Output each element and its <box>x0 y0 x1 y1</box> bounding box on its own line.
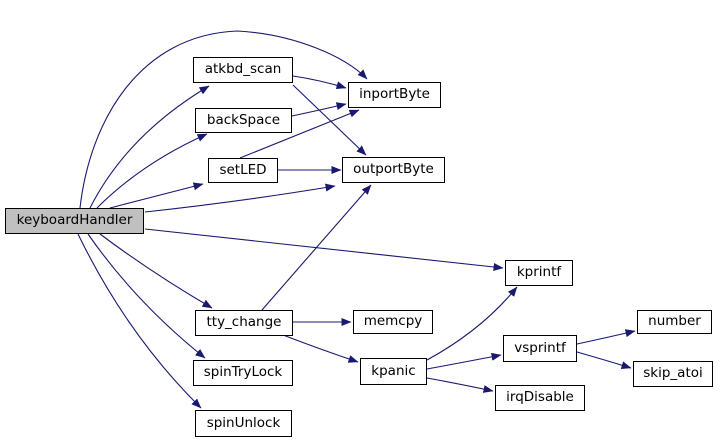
node-spinUnlock[interactable]: spinUnlock <box>195 410 292 437</box>
node-label: backSpace <box>206 111 281 128</box>
edge-backSpace-inportByte <box>291 102 347 117</box>
edge-atkbd_scan-outportByte <box>292 84 367 156</box>
edge-atkbd_scan-inportByte <box>292 75 347 90</box>
node-label: kprintf <box>516 264 562 281</box>
edge-tty_change-outportByte <box>261 184 372 311</box>
node-irqDisable[interactable]: irqDisable <box>495 385 585 411</box>
node-inportByte[interactable]: inportByte <box>348 82 441 108</box>
node-tty_change[interactable]: tty_change <box>195 310 293 336</box>
edge-kpanic-kprintf <box>426 286 518 361</box>
edge-kpanic-vsprintf <box>426 352 502 370</box>
node-label: spinUnlock <box>206 414 281 431</box>
node-label: outportByte <box>353 161 434 178</box>
node-setLED[interactable]: setLED <box>208 158 278 183</box>
edge-vsprintf-number <box>576 329 636 345</box>
node-label: memcpy <box>363 313 423 330</box>
node-outportByte[interactable]: outportByte <box>342 157 445 183</box>
node-label: vsprintf <box>514 339 566 356</box>
edge-keyboardHandler-outportByte <box>144 183 336 213</box>
node-label: tty_change <box>206 314 282 331</box>
node-label: irqDisable <box>506 389 574 406</box>
node-keyboardHandler[interactable]: keyboardHandler <box>5 208 144 234</box>
edge-keyboardHandler-setLED <box>109 182 204 209</box>
node-spinTryLock[interactable]: spinTryLock <box>193 360 293 386</box>
edge-keyboardHandler-spinTryLock <box>87 233 206 359</box>
edge-keyboardHandler-spinUnlock <box>77 233 202 409</box>
node-label: setLED <box>219 161 267 178</box>
node-label: inportByte <box>359 86 430 103</box>
node-atkbd_scan[interactable]: atkbd_scan <box>193 57 293 83</box>
edge-kpanic-irqDisable <box>426 377 494 393</box>
edge-keyboardHandler-atkbd_scan <box>89 85 210 209</box>
node-label: skip_atoi <box>643 365 703 382</box>
node-number[interactable]: number <box>637 310 712 334</box>
node-label: spinTryLock <box>203 364 283 381</box>
node-label: atkbd_scan <box>204 61 282 78</box>
edge-keyboardHandler-kprintf <box>144 228 504 271</box>
node-memcpy[interactable]: memcpy <box>353 310 433 334</box>
edge-keyboardHandler-tty_change <box>99 233 213 309</box>
edge-tty_change-kpanic <box>282 334 359 363</box>
node-label: number <box>648 313 701 330</box>
node-label: keyboardHandler <box>16 212 133 229</box>
node-kpanic[interactable]: kpanic <box>360 358 427 385</box>
node-backSpace[interactable]: backSpace <box>195 108 292 133</box>
node-skip_atoi[interactable]: skip_atoi <box>633 361 713 387</box>
node-label: kpanic <box>371 362 416 379</box>
edge-keyboardHandler-inportByte <box>79 30 368 209</box>
node-vsprintf[interactable]: vsprintf <box>503 335 577 362</box>
edge-vsprintf-skip_atoi <box>576 351 632 370</box>
edge-setLED-inportByte <box>239 109 360 159</box>
edge-group <box>77 30 636 409</box>
node-kprintf[interactable]: kprintf <box>505 260 573 286</box>
edge-keyboardHandler-backSpace <box>96 133 208 209</box>
